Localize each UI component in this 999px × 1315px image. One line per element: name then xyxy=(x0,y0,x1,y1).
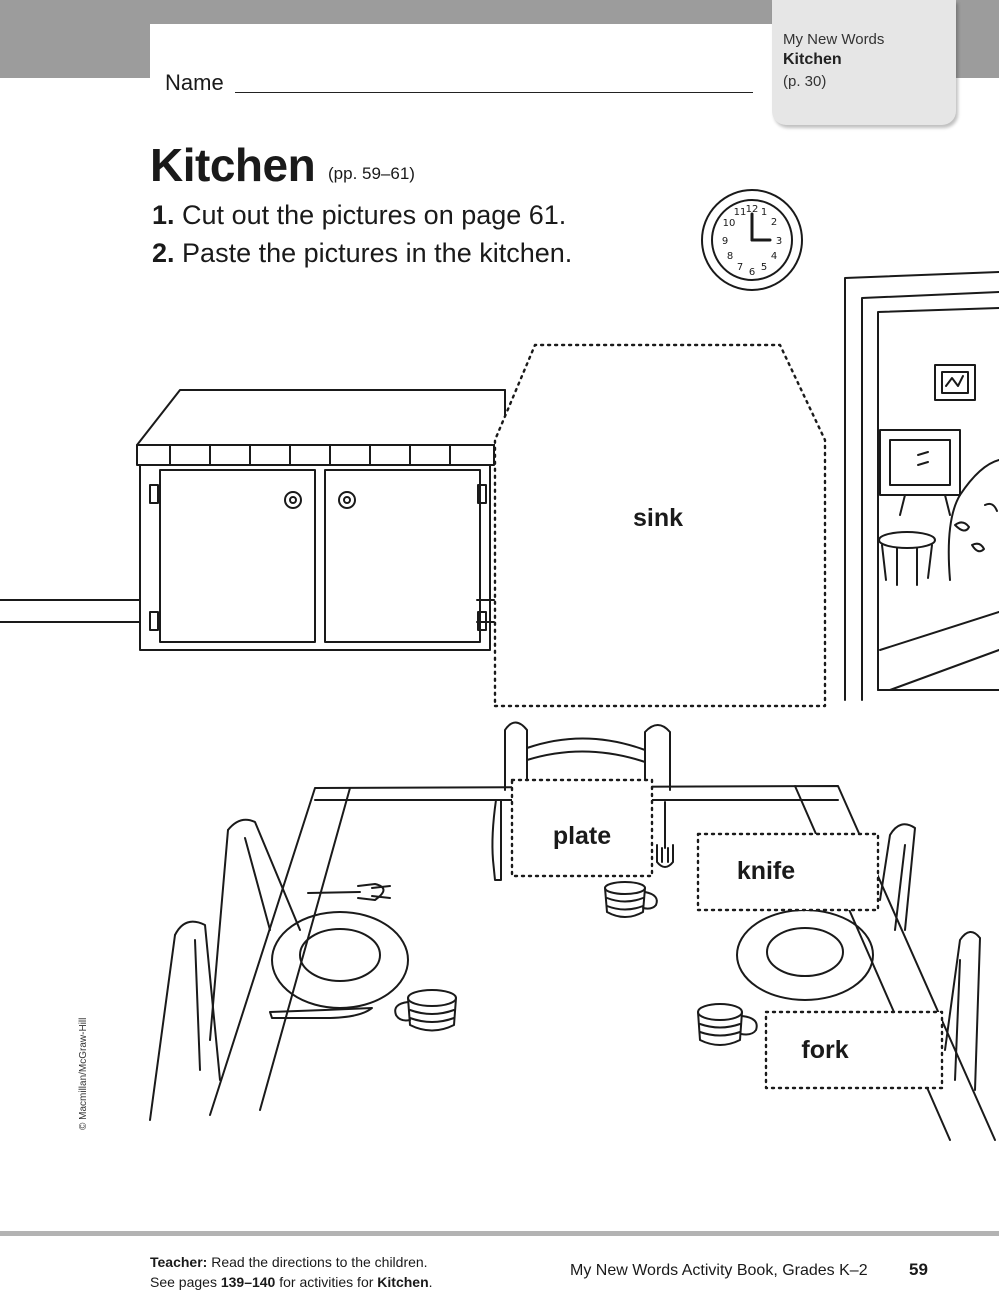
knife-icon xyxy=(269,1007,373,1019)
svg-text:3: 3 xyxy=(776,236,782,247)
svg-text:8: 8 xyxy=(727,251,733,262)
plate-icon xyxy=(271,911,409,1009)
svg-text:5: 5 xyxy=(761,262,767,273)
step-2: 2. Paste the pictures in the kitchen. xyxy=(152,238,572,269)
chair-back xyxy=(504,721,671,791)
knife-paste-box[interactable] xyxy=(696,832,880,912)
plate-paste-box[interactable] xyxy=(510,778,654,878)
svg-text:7: 7 xyxy=(737,262,743,273)
wall-baseboard xyxy=(0,599,495,623)
teacher-note-line2b: for activities for xyxy=(275,1274,378,1290)
name-panel xyxy=(150,24,790,104)
svg-text:9: 9 xyxy=(722,236,728,247)
step-1-number: 1. xyxy=(152,200,175,230)
copyright-notice: © Macmillan/McGraw-Hill xyxy=(78,1017,89,1130)
tab-topic: Kitchen xyxy=(783,51,842,68)
svg-text:11: 11 xyxy=(734,207,747,218)
page-title: Kitchen xyxy=(150,139,316,191)
teacher-note-line2a: See pages xyxy=(150,1274,221,1290)
doorway-illustration xyxy=(844,271,999,701)
name-label: Name xyxy=(165,70,224,95)
teacher-note-pages: 139–140 xyxy=(220,1274,276,1290)
step-2-text: Paste the pictures in the kitchen. xyxy=(182,238,573,268)
plate-label: plate xyxy=(552,822,612,850)
tab-book-title: My New Words xyxy=(783,31,885,48)
sink-label: sink xyxy=(632,504,684,532)
chair-right xyxy=(879,823,981,1091)
teacher-note: Teacher: Read the directions to the chil… xyxy=(150,1252,433,1292)
cup-icon xyxy=(697,1003,758,1046)
cabinet-illustration xyxy=(136,389,506,651)
teacher-note-topic: Kitchen xyxy=(377,1274,429,1290)
svg-text:2: 2 xyxy=(771,217,777,228)
cup-icon xyxy=(394,989,457,1032)
knife-icon xyxy=(491,799,502,881)
cup-icon xyxy=(604,881,658,918)
svg-text:12: 12 xyxy=(746,204,759,215)
footer-divider xyxy=(0,1231,999,1236)
book-title: My New Words Activity Book, Grades K–2 xyxy=(570,1262,868,1279)
step-1: 1. Cut out the pictures on page 61. xyxy=(152,200,566,231)
plate-icon xyxy=(736,909,874,1001)
svg-text:6: 6 xyxy=(749,267,755,278)
step-1-text: Cut out the pictures on page 61. xyxy=(182,200,567,230)
name-input-line[interactable] xyxy=(235,92,753,93)
page-number: 59 xyxy=(909,1260,928,1279)
svg-text:4: 4 xyxy=(771,251,777,262)
teacher-note-prefix: Teacher: xyxy=(150,1254,208,1270)
svg-text:10: 10 xyxy=(723,218,736,229)
knife-label: knife xyxy=(736,857,796,885)
lesson-tab xyxy=(772,0,956,125)
svg-text:1: 1 xyxy=(761,207,767,218)
fork-icon xyxy=(307,883,391,901)
fork-paste-box[interactable] xyxy=(764,1010,944,1090)
teacher-note-end: . xyxy=(428,1274,433,1290)
fork-label: fork xyxy=(801,1036,849,1064)
step-2-number: 2. xyxy=(152,238,175,268)
teacher-note-line1: Read the directions to the children. xyxy=(207,1254,428,1270)
fork-icon xyxy=(656,801,674,868)
sink-paste-box[interactable] xyxy=(493,343,827,708)
tab-page-ref: (p. 30) xyxy=(783,73,827,90)
page-range: (pp. 59–61) xyxy=(328,164,415,183)
chair-left xyxy=(149,818,301,1121)
